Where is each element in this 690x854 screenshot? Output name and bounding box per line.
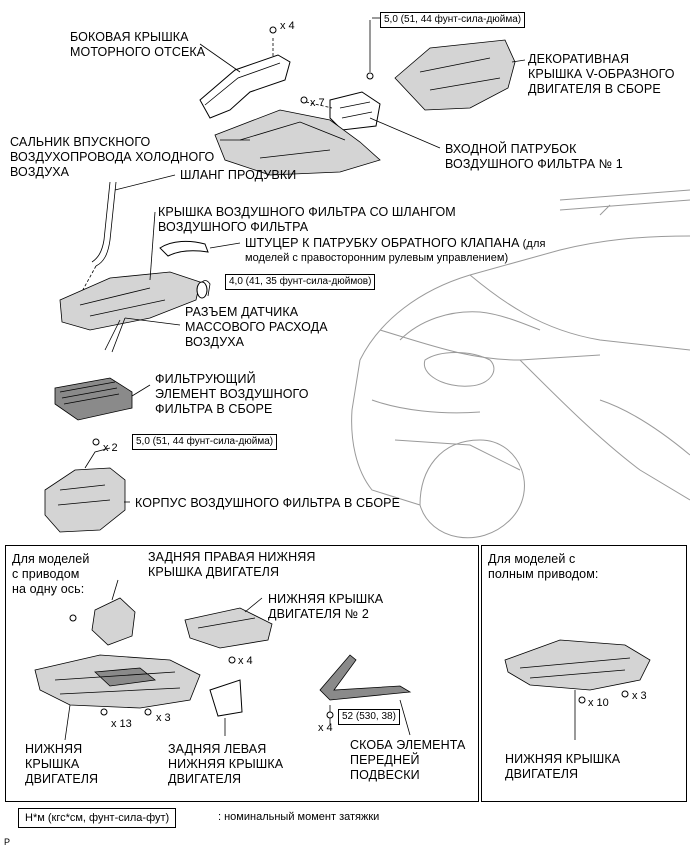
side-cover-part (199, 26, 291, 119)
inlet-no1-label: ВХОДНОЙ ПАТРУБОК ВОЗДУШНОГО ФИЛЬТРА № 1 (445, 142, 623, 171)
rear-rh-cover-label: ЗАДНЯЯ ПРАВАЯ НИЖНЯЯ КРЫШКА ДВИГАТЕЛЯ (148, 550, 316, 579)
filter-case-qty: x 2 (103, 442, 118, 454)
v-cover-torque-box: 5,0 (51, 44 фунт-сила-дюйма) (380, 12, 526, 28)
brace-qty: x 4 (318, 722, 333, 734)
blowby-hose-label: ШЛАНГ ПРОДУВКИ (180, 168, 297, 182)
cold-air-seal-part (214, 109, 381, 176)
torque-unit-description: : номинальный момент затяжки (218, 811, 380, 823)
4wd-under-cover-label: НИЖНЯЯ КРЫШКА ДВИГАТЕЛЯ (505, 752, 621, 781)
side-cover-qty: x 4 (280, 20, 295, 32)
under-cover-no2-label: НИЖНЯЯ КРЫШКА ДВИГАТЕЛЯ № 2 (268, 592, 384, 621)
vehicle-outline (351, 189, 690, 539)
maf-connector-label: РАЗЪЕМ ДАТЧИКА МАССОВОГО РАСХОДА ВОЗДУХА (185, 305, 328, 349)
filter-element-label: ФИЛЬТРУЮЩИЙ ЭЛЕМЕНТ ВОЗДУШНОГО ФИЛЬТРА В… (155, 372, 309, 416)
filter-case-part (44, 438, 126, 533)
under-cover-no2-qty: x 4 (238, 655, 253, 667)
panel-2wd-title: Для моделей с приводом на одну ось: (12, 552, 90, 596)
under-cover-label: НИЖНЯЯ КРЫШКА ДВИГАТЕЛЯ (25, 742, 99, 786)
panel-4wd-title: Для моделей с полным приводом: (488, 552, 599, 581)
cleaner-cap-label: КРЫШКА ВОЗДУШНОГО ФИЛЬТРА СО ШЛАНГОМ ВОЗ… (158, 205, 456, 234)
footer-code: P (4, 837, 11, 847)
4wd-qty-10: x 10 (588, 697, 609, 709)
torque-unit-box: Н*м (кгс*см, фунт-сила-фут) (18, 808, 177, 828)
under-cover-qty-3: x 3 (156, 712, 171, 724)
brace-torque-box: 52 (530, 38) (338, 709, 400, 725)
inlet-qty: x 7 (310, 97, 325, 109)
panel-2wd (5, 545, 479, 802)
filter-case-torque-box: 5,0 (51, 44 фунт-сила-дюйма) (132, 434, 278, 450)
hose-clamp-torque-box: 4,0 (41, 35 фунт-сила-дюймов) (225, 274, 376, 290)
v-cover-label: ДЕКОРАТИВНАЯ КРЫШКА V-ОБРАЗНОГО ДВИГАТЕЛ… (528, 52, 675, 96)
check-valve-fitting-note: моделей с правосторонним рулевым управле… (245, 252, 509, 264)
v-bank-cover-part (366, 20, 516, 111)
panel-2wd-parts (34, 579, 412, 741)
front-brace-label: СКОБА ЭЛЕМЕНТА ПЕРЕДНЕЙ ПОДВЕСКИ (350, 738, 466, 782)
cleaner-cap-part (59, 240, 211, 353)
side-cover-label: БОКОВАЯ КРЫШКА МОТОРНОГО ОТСЕКА (70, 30, 206, 59)
rear-lh-cover-label: ЗАДНЯЯ ЛЕВАЯ НИЖНЯЯ КРЫШКА ДВИГАТЕЛЯ (168, 742, 284, 786)
under-cover-qty-13: x 13 (111, 718, 132, 730)
filter-case-label: КОРПУС ВОЗДУШНОГО ФИЛЬТРА В СБОРЕ (135, 496, 401, 510)
inlet-no1-part (300, 91, 381, 131)
filter-element-part (54, 377, 133, 421)
panel-4wd (481, 545, 687, 802)
panel-4wd-parts (504, 639, 651, 740)
cold-air-seal-label: САЛЬНИК ВПУСКНОГО ВОЗДУХОПРОВОДА ХОЛОДНО… (10, 135, 215, 179)
4wd-qty-3: x 3 (632, 690, 647, 702)
leader-lines (114, 17, 526, 503)
check-valve-fitting-label: ШТУЦЕР К ПАТРУБКУ ОБРАТНОГО КЛАПАНА (для (245, 236, 546, 250)
